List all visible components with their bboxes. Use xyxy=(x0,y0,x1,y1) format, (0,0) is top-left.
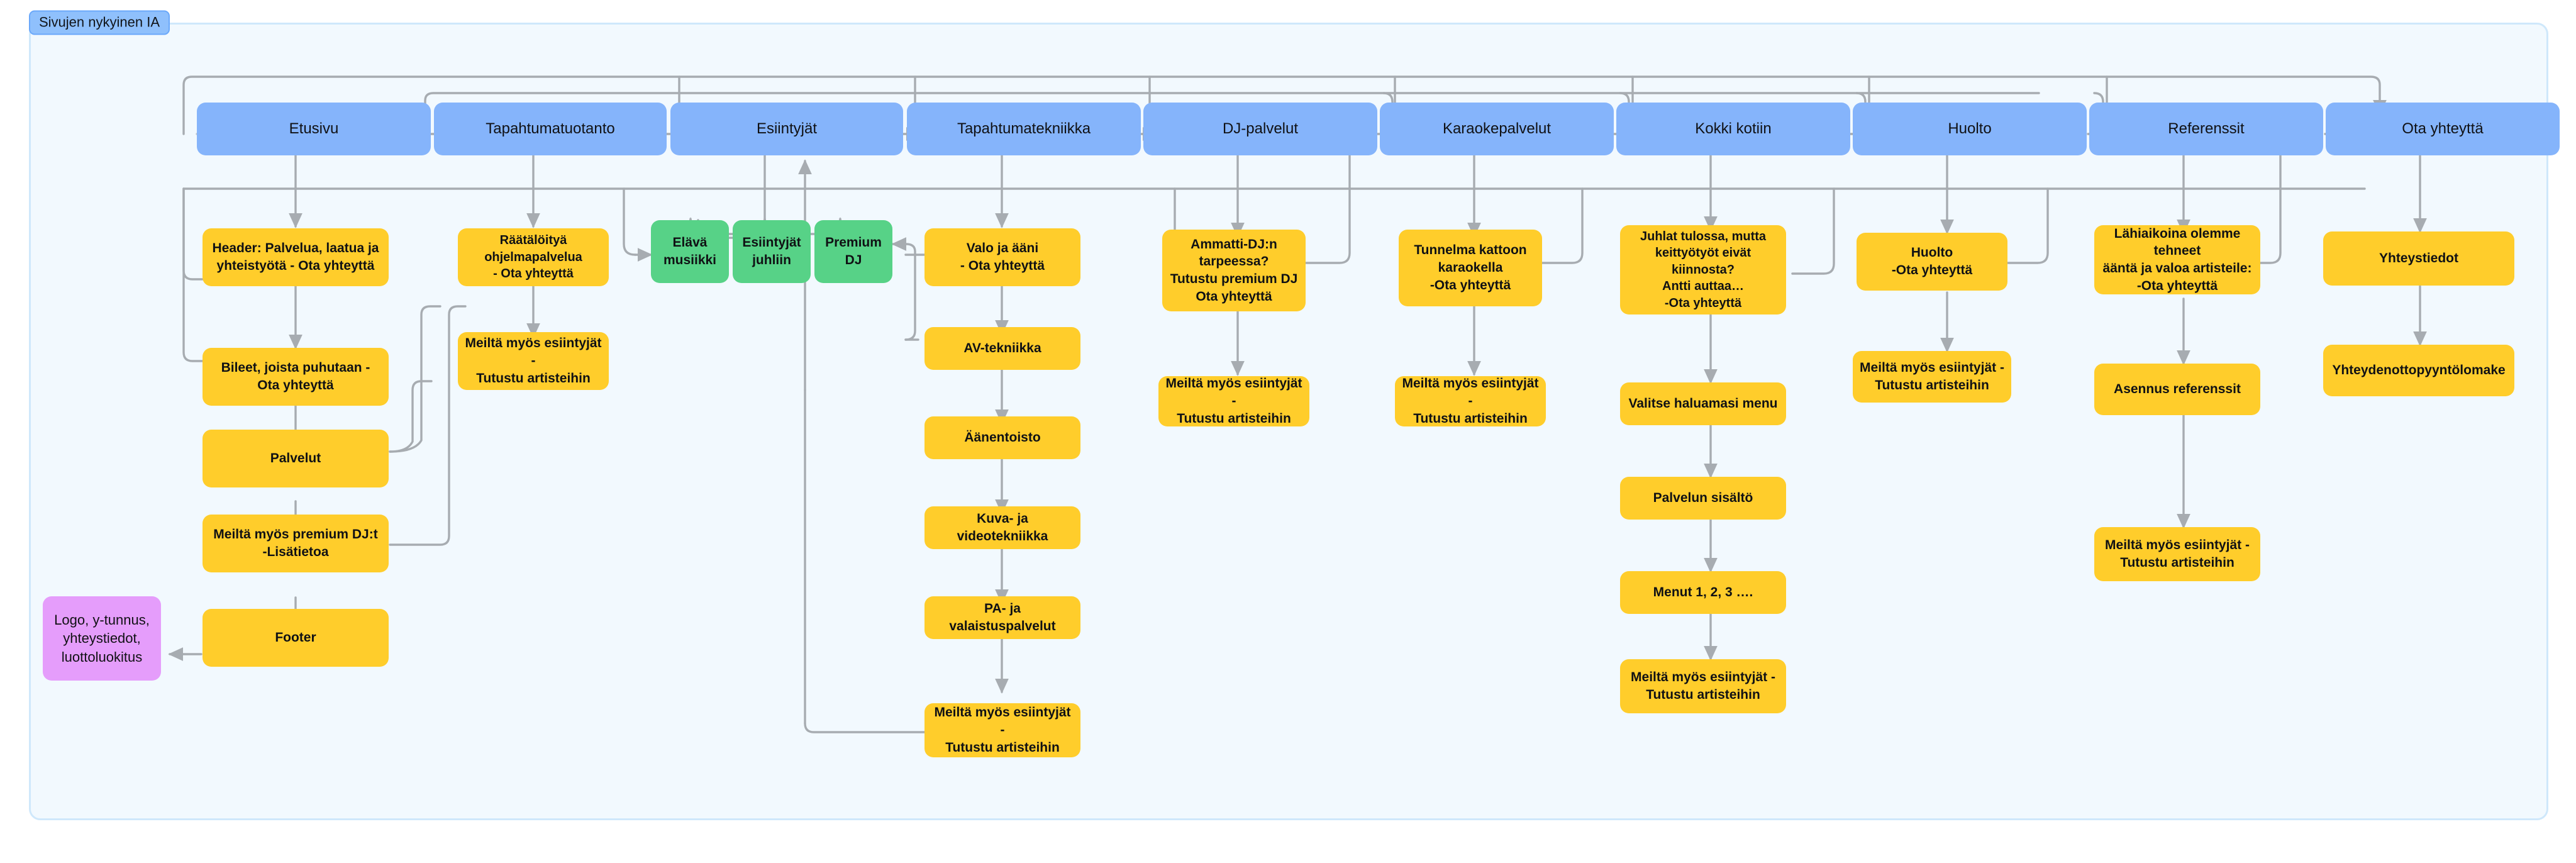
node-palvelut[interactable]: Palvelut xyxy=(203,430,389,487)
node-tunnelma-kattoon[interactable]: Tunnelma kattoon karaokella -Ota yhteytt… xyxy=(1399,230,1542,306)
node-kokki-kotiin[interactable]: Kokki kotiin xyxy=(1616,103,1850,155)
node-huolto-ota[interactable]: Huolto -Ota yhteyttä xyxy=(1857,233,2007,291)
node-karaokepalvelut[interactable]: Karaokepalvelut xyxy=(1380,103,1614,155)
node-asennus-referenssit[interactable]: Asennus referenssit xyxy=(2094,364,2260,415)
node-ammatti-dj[interactable]: Ammatti-DJ:n tarpeessa? Tutustu premium … xyxy=(1162,230,1306,311)
node-elava-musiikki[interactable]: Elävä musiikki xyxy=(651,220,729,283)
node-tapahtumatekniikka[interactable]: Tapahtumatekniikka xyxy=(907,103,1141,155)
node-raataloitya[interactable]: Räätälöityä ohjelmapalvelua - Ota yhteyt… xyxy=(458,228,609,286)
node-ota-yhteytta[interactable]: Ota yhteyttä xyxy=(2326,103,2560,155)
node-logo-y-tunnus[interactable]: Logo, y-tunnus, yhteystiedot, luottoluok… xyxy=(43,596,161,681)
node-aanentoisto[interactable]: Äänentoisto xyxy=(924,416,1080,459)
node-te-meilta-myos[interactable]: Meiltä myös esiintyjät - Tutustu artiste… xyxy=(924,703,1080,757)
node-menut-123[interactable]: Menut 1, 2, 3 …. xyxy=(1620,571,1786,614)
node-esiintyjat-juhliin[interactable]: Esiintyjät juhliin xyxy=(733,220,811,283)
node-yhteystiedot[interactable]: Yhteystiedot xyxy=(2323,231,2514,286)
node-dj-meilta-myos[interactable]: Meiltä myös esiintyjät - Tutustu artiste… xyxy=(1158,376,1309,426)
node-pa-valaistus[interactable]: PA- ja valaistuspalvelut xyxy=(924,596,1080,639)
node-footer[interactable]: Footer xyxy=(203,609,389,667)
node-etusivu[interactable]: Etusivu xyxy=(197,103,431,155)
node-kar-meilta-myos[interactable]: Meiltä myös esiintyjät - Tutustu artiste… xyxy=(1395,376,1546,426)
node-kuva-video[interactable]: Kuva- ja videotekniikka xyxy=(924,506,1080,549)
node-lahiaikoina[interactable]: Lähiaikoina olemme tehneet ääntä ja valo… xyxy=(2094,225,2260,294)
node-tt-meilta-myos[interactable]: Meiltä myös esiintyjät - Tutustu artiste… xyxy=(458,332,609,390)
node-valitse-menu[interactable]: Valitse haluamasi menu xyxy=(1620,382,1786,425)
node-dj-palvelut[interactable]: DJ-palvelut xyxy=(1143,103,1377,155)
node-yhteydenottolomake[interactable]: Yhteydenottopyyntölomake xyxy=(2323,345,2514,396)
node-av-tekniikka[interactable]: AV-tekniikka xyxy=(924,327,1080,370)
node-premium-dj[interactable]: Premium DJ xyxy=(814,220,892,283)
node-bileet[interactable]: Bileet, joista puhutaan - Ota yhteyttä xyxy=(203,348,389,406)
node-referenssit[interactable]: Referenssit xyxy=(2089,103,2323,155)
node-ref-meilta-myos[interactable]: Meiltä myös esiintyjät - Tutustu artiste… xyxy=(2094,527,2260,581)
node-huo-meilta-myos[interactable]: Meiltä myös esiintyjät - Tutustu artiste… xyxy=(1853,351,2011,403)
node-juhlat-tulossa[interactable]: Juhlat tulossa, mutta keittyötyöt eivät … xyxy=(1620,225,1786,315)
node-palvelun-sisalto[interactable]: Palvelun sisältö xyxy=(1620,477,1786,520)
node-tapahtumatuotanto[interactable]: Tapahtumatuotanto xyxy=(434,103,667,155)
frame-label: Sivujen nykyinen IA xyxy=(29,10,170,35)
node-esiintyjat[interactable]: Esiintyjät xyxy=(670,103,903,155)
node-premium-djt[interactable]: Meiltä myös premium DJ:t -Lisätietoa xyxy=(203,515,389,572)
node-header-palvelua[interactable]: Header: Palvelua, laatua ja yhteistyötä … xyxy=(203,228,389,286)
node-valo-ja-aani[interactable]: Valo ja ääni - Ota yhteyttä xyxy=(924,228,1080,286)
node-kok-meilta-myos[interactable]: Meiltä myös esiintyjät - Tutustu artiste… xyxy=(1620,659,1786,713)
node-huolto[interactable]: Huolto xyxy=(1853,103,2087,155)
